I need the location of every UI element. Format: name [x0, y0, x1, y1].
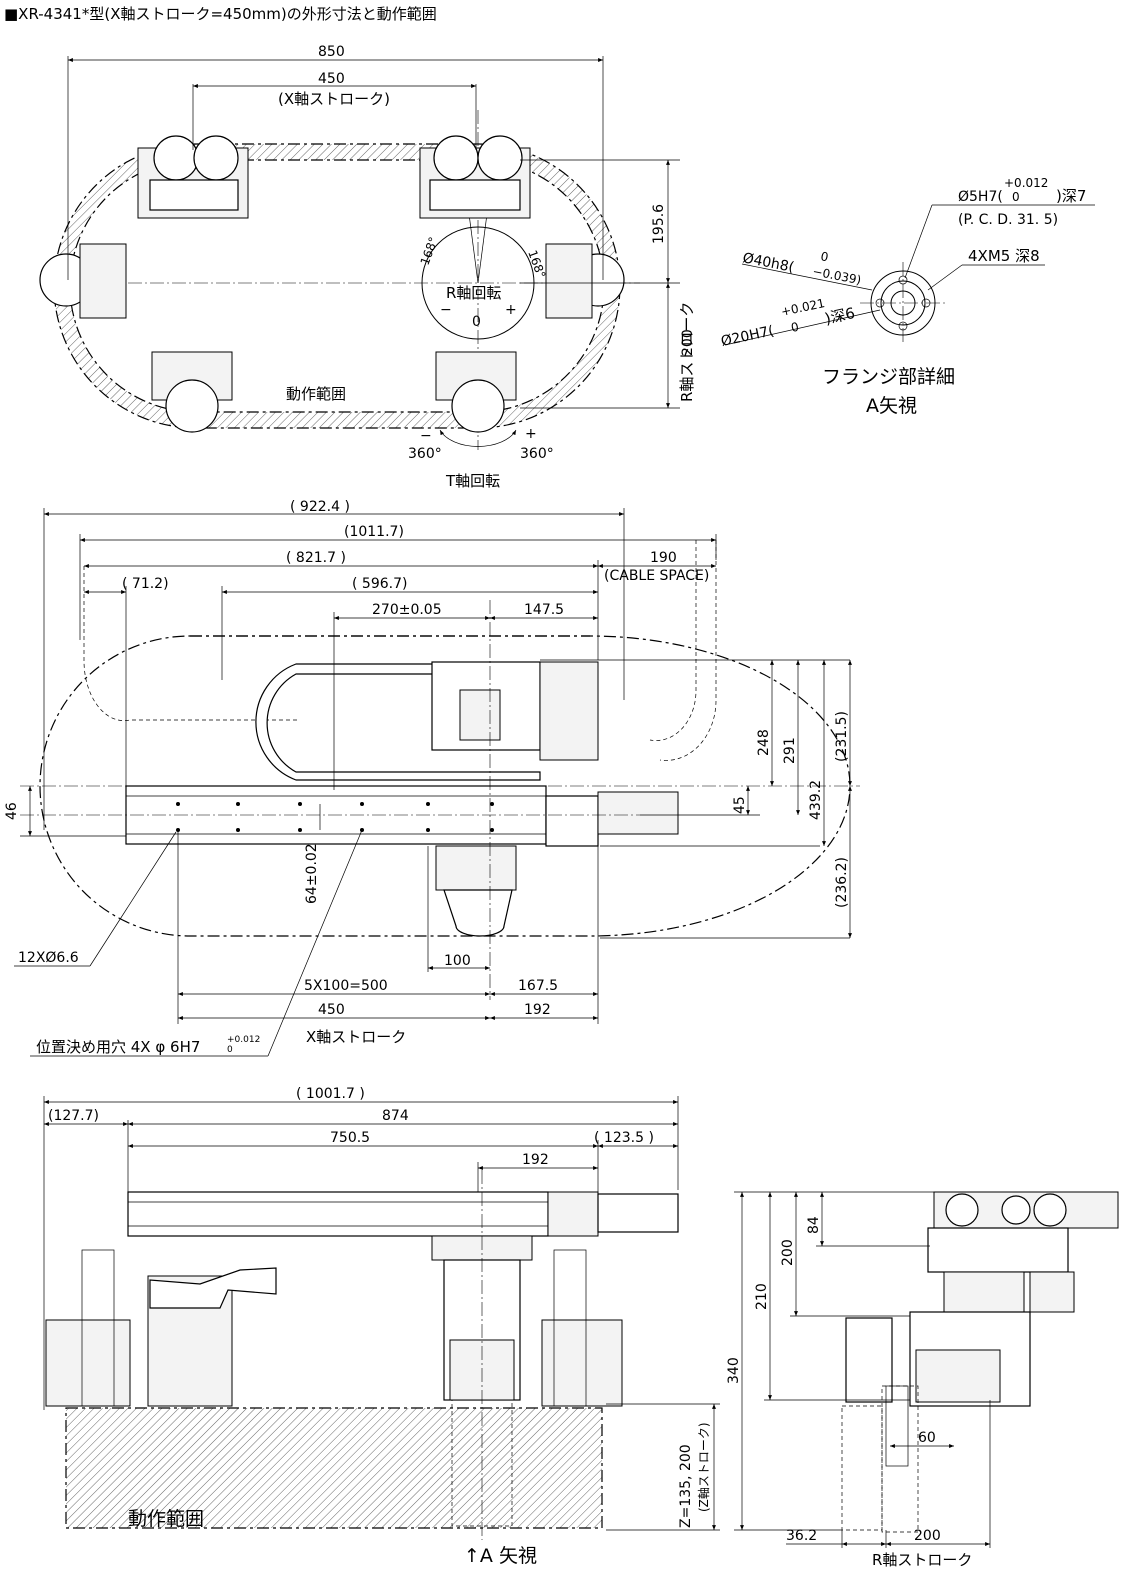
dim-231-5: (231.5): [834, 711, 850, 762]
side-motion-range: [65, 1407, 603, 1529]
dim-450-front: 450: [318, 1002, 345, 1018]
robot-pose-top-left: [137, 135, 249, 219]
dim-200-r: 200: [914, 1528, 941, 1544]
x-stroke-label: X軸ストローク: [306, 1028, 406, 1046]
dim-291: 291: [782, 737, 798, 764]
dim-5x100: 5X100=500: [304, 978, 388, 994]
dim-36-2: 36.2: [786, 1528, 817, 1544]
holes-callout: 12XØ6.6: [18, 950, 79, 966]
motion-range-label-top: 動作範囲: [286, 385, 346, 403]
flange-hole-dim: Ø5H7(: [958, 189, 1003, 205]
t-rotation-label: T軸回転: [445, 472, 500, 490]
dim-123-5: ( 123.5 ): [594, 1130, 654, 1146]
dim-147-5: 147.5: [524, 602, 564, 618]
arrow-a-view: ↑A 矢視: [464, 1545, 537, 1567]
t-plus: +: [525, 426, 537, 442]
robot-pose-bottom-right: [435, 351, 517, 433]
robot-pose-right: [545, 243, 625, 319]
dim-1001-7: ( 1001.7 ): [296, 1086, 365, 1102]
dim-450: 450: [318, 71, 345, 87]
robot-pose-top-right: [419, 135, 531, 219]
t-360-left: 360°: [408, 446, 442, 462]
dim-192-side: 192: [522, 1152, 549, 1168]
dim-821-7: ( 821.7 ): [286, 550, 346, 566]
r-stroke-label-end: R軸ストローク: [872, 1551, 972, 1569]
flange-a-view-label: A矢視: [866, 395, 917, 417]
flange-outer-tol-up: 0: [819, 249, 829, 264]
dim-922-4: ( 922.4 ): [290, 499, 350, 515]
r-minus: −: [440, 302, 452, 318]
z-stroke-dim: Z=135, 200: [678, 1444, 694, 1528]
dim-236-2: (236.2): [834, 857, 850, 908]
flange-inner-depth: )深6: [823, 304, 856, 328]
dim-84: 84: [806, 1216, 822, 1234]
flange-inner-tol-low: 0: [790, 320, 800, 335]
positioning-hole-tol-low: 0: [227, 1045, 233, 1055]
x-stroke-paren-label: (X軸ストローク): [278, 90, 390, 108]
flange-label: フランジ部詳細: [822, 366, 955, 388]
dim-200: 200: [680, 329, 696, 356]
dim-210: 210: [754, 1283, 770, 1310]
flange-hole-depth: )深7: [1056, 187, 1086, 205]
top-view: 850 450 (X軸ストローク) 195.6 200 R軸ストローク 168°…: [39, 44, 696, 490]
dim-71-2: ( 71.2): [122, 576, 169, 592]
flange-hole-tol-low: 0: [1012, 190, 1020, 204]
dim-127-7: (127.7): [48, 1108, 99, 1124]
motion-range-label-side: 動作範囲: [128, 1508, 204, 1530]
beam-holes: [176, 802, 494, 832]
flange-inner-dim: Ø20H7(: [720, 323, 776, 350]
robot-pose-left: [39, 243, 127, 319]
r-plus: +: [505, 302, 517, 318]
flange-hole-tol-up: +0.012: [1004, 176, 1048, 190]
dim-64: 64±0.02: [304, 843, 320, 904]
angle-168-left: 168°: [418, 235, 441, 267]
flange-tap: 4XM5 深8: [968, 247, 1040, 265]
dim-200-end: 200: [780, 1239, 796, 1266]
positioning-hole-tol-up: +0.012: [227, 1035, 260, 1045]
r-zero: 0: [472, 314, 481, 330]
dim-192-front: 192: [524, 1002, 551, 1018]
dim-874: 874: [382, 1108, 409, 1124]
dim-850: 850: [318, 44, 345, 60]
angle-168-right: 168°: [525, 248, 548, 280]
dim-167-5: 167.5: [518, 978, 558, 994]
dim-270: 270±0.05: [372, 602, 442, 618]
flange-pcd: (P. C. D. 31. 5): [958, 212, 1058, 228]
dim-439-2: 439.2: [808, 780, 824, 820]
dim-195-6: 195.6: [651, 204, 667, 244]
dim-1011-7: (1011.7): [344, 524, 404, 540]
flange-detail: Ø5H7( +0.012 0 )深7 (P. C. D. 31. 5) Ø40h…: [720, 176, 1095, 417]
dim-750-5: 750.5: [330, 1130, 370, 1146]
flange-outer-tol-low: −0.039): [811, 264, 862, 287]
r-stroke-label: R軸ストローク: [678, 302, 696, 402]
flange-inner-tol-up: +0.021: [780, 296, 826, 319]
z-stroke-label: (Z軸ストローク): [697, 1422, 711, 1512]
t-minus: −: [420, 428, 432, 444]
dim-596-7: ( 596.7): [352, 576, 407, 592]
cable-space-label: (CABLE SPACE): [604, 568, 709, 584]
end-view: 340 210 200 84 60 36.2 200 R軸ストローク: [726, 1191, 1119, 1569]
dim-340: 340: [726, 1357, 742, 1384]
r-rotation-label: R軸回転: [446, 284, 501, 302]
flange-outer-dim: Ø40h8(: [741, 250, 795, 276]
dim-190: 190: [650, 550, 677, 566]
dim-60: 60: [918, 1430, 936, 1446]
side-view: ( 1001.7 ) (127.7) 874 750.5 ( 123.5 ) 1…: [43, 1086, 720, 1567]
dim-46: 46: [4, 802, 20, 820]
dim-100: 100: [444, 953, 471, 969]
positioning-hole-callout: 位置決め用穴 4X φ 6H7: [36, 1038, 200, 1056]
dim-45: 45: [732, 796, 748, 814]
front-view: ( 922.4 ) (1011.7) ( 821.7 ) 190 (CABLE …: [4, 499, 860, 1057]
dim-248: 248: [756, 729, 772, 756]
t-360-right: 360°: [520, 446, 554, 462]
drawing-title: ■XR-4341*型(X軸ストローク=450mm)の外形寸法と動作範囲: [4, 5, 437, 23]
robot-pose-bottom-left: [151, 351, 233, 433]
